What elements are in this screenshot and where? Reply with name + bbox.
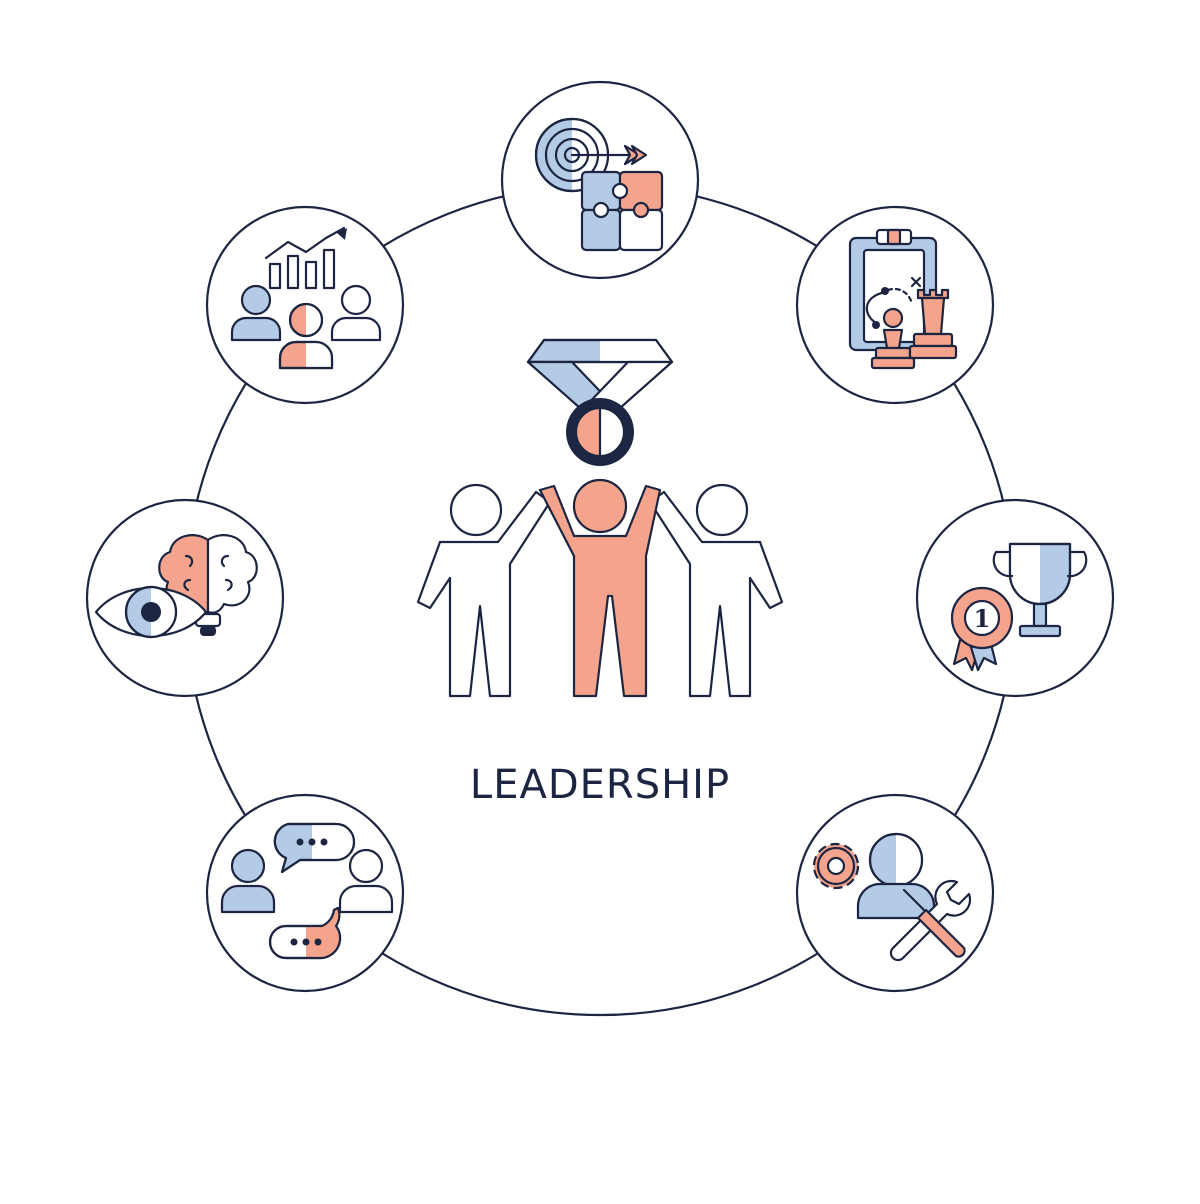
node-goals [500,80,700,280]
dialogue-icon [220,822,394,960]
leader-head [572,478,628,534]
trophy-medal-icon: 1 [950,542,1088,672]
node-vision [85,498,285,698]
person-tools-icon [812,832,972,962]
left-person-head [449,483,503,537]
leader-body [538,484,662,698]
target-puzzle-icon [534,117,664,252]
node-growth [205,205,405,405]
medal-icon [526,338,674,466]
rank-number: 1 [974,604,991,633]
eye-brain-icon [94,534,258,639]
diagram-title: LEADERSHIP [469,762,731,808]
team-celebration-icon [416,478,784,698]
node-skills [795,793,995,993]
node-achievement: 1 [915,498,1115,698]
team-growth-chart-icon [230,226,382,370]
left-person-body [416,490,552,698]
right-person-body [648,490,784,698]
node-communication [205,793,405,993]
chess-clipboard-icon [848,228,958,370]
node-strategy [795,205,995,405]
right-person-head [695,483,749,537]
